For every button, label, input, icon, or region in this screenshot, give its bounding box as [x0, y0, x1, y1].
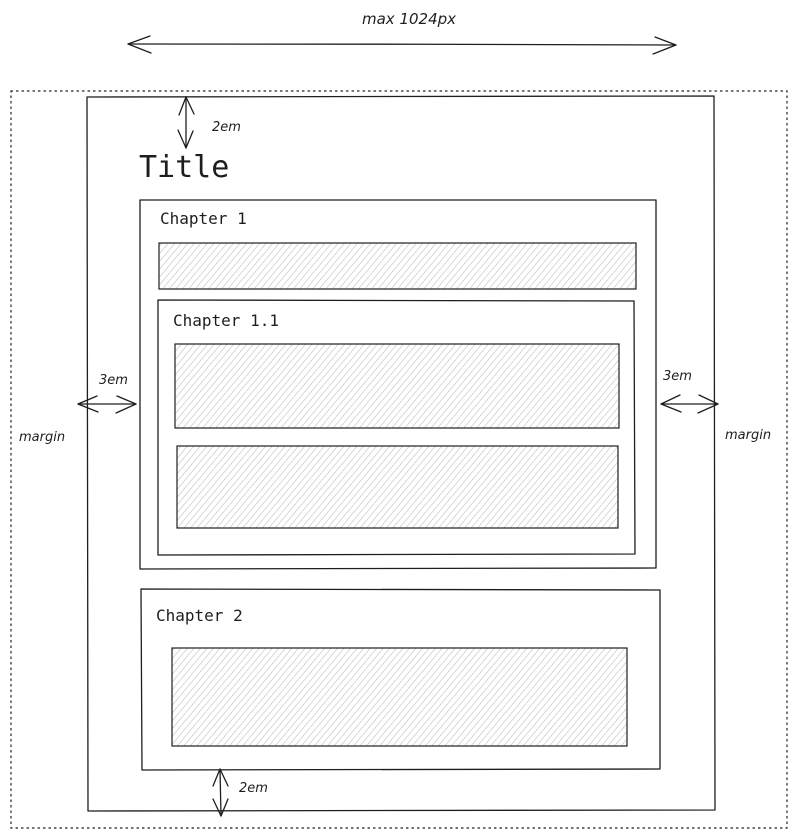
- left-padding-label: 3em: [99, 373, 128, 388]
- chapter-1-box: [139, 199, 657, 570]
- page-container: [86, 95, 716, 812]
- right-margin-label: margin: [725, 428, 771, 443]
- chapter-2-content-block: [171, 647, 628, 747]
- chapter-1-1-box: [157, 299, 636, 556]
- chapter-1-1-content-block-1: [174, 343, 620, 429]
- right-padding-arrow: [660, 394, 719, 414]
- chapter-1-heading: Chapter 1: [160, 209, 247, 228]
- right-padding-label: 3em: [663, 369, 692, 384]
- top-spacing-arrow: [177, 96, 195, 149]
- chapter-1-content-block: [158, 242, 637, 290]
- viewport-boundary: [10, 90, 788, 829]
- bottom-spacing-label: 2em: [239, 781, 268, 796]
- top-spacing-label: 2em: [212, 120, 241, 135]
- chapter-1-1-heading: Chapter 1.1: [173, 311, 279, 330]
- left-margin-label: margin: [19, 430, 65, 445]
- chapter-2-heading: Chapter 2: [156, 606, 243, 625]
- left-padding-arrow: [77, 395, 137, 414]
- page-title: Title: [139, 150, 229, 185]
- bottom-spacing-arrow: [212, 768, 229, 817]
- chapter-2-box: [140, 588, 661, 771]
- max-width-arrow: [127, 35, 677, 55]
- chapter-1-1-content-block-2: [176, 445, 619, 529]
- max-width-label: max 1024px: [362, 10, 456, 28]
